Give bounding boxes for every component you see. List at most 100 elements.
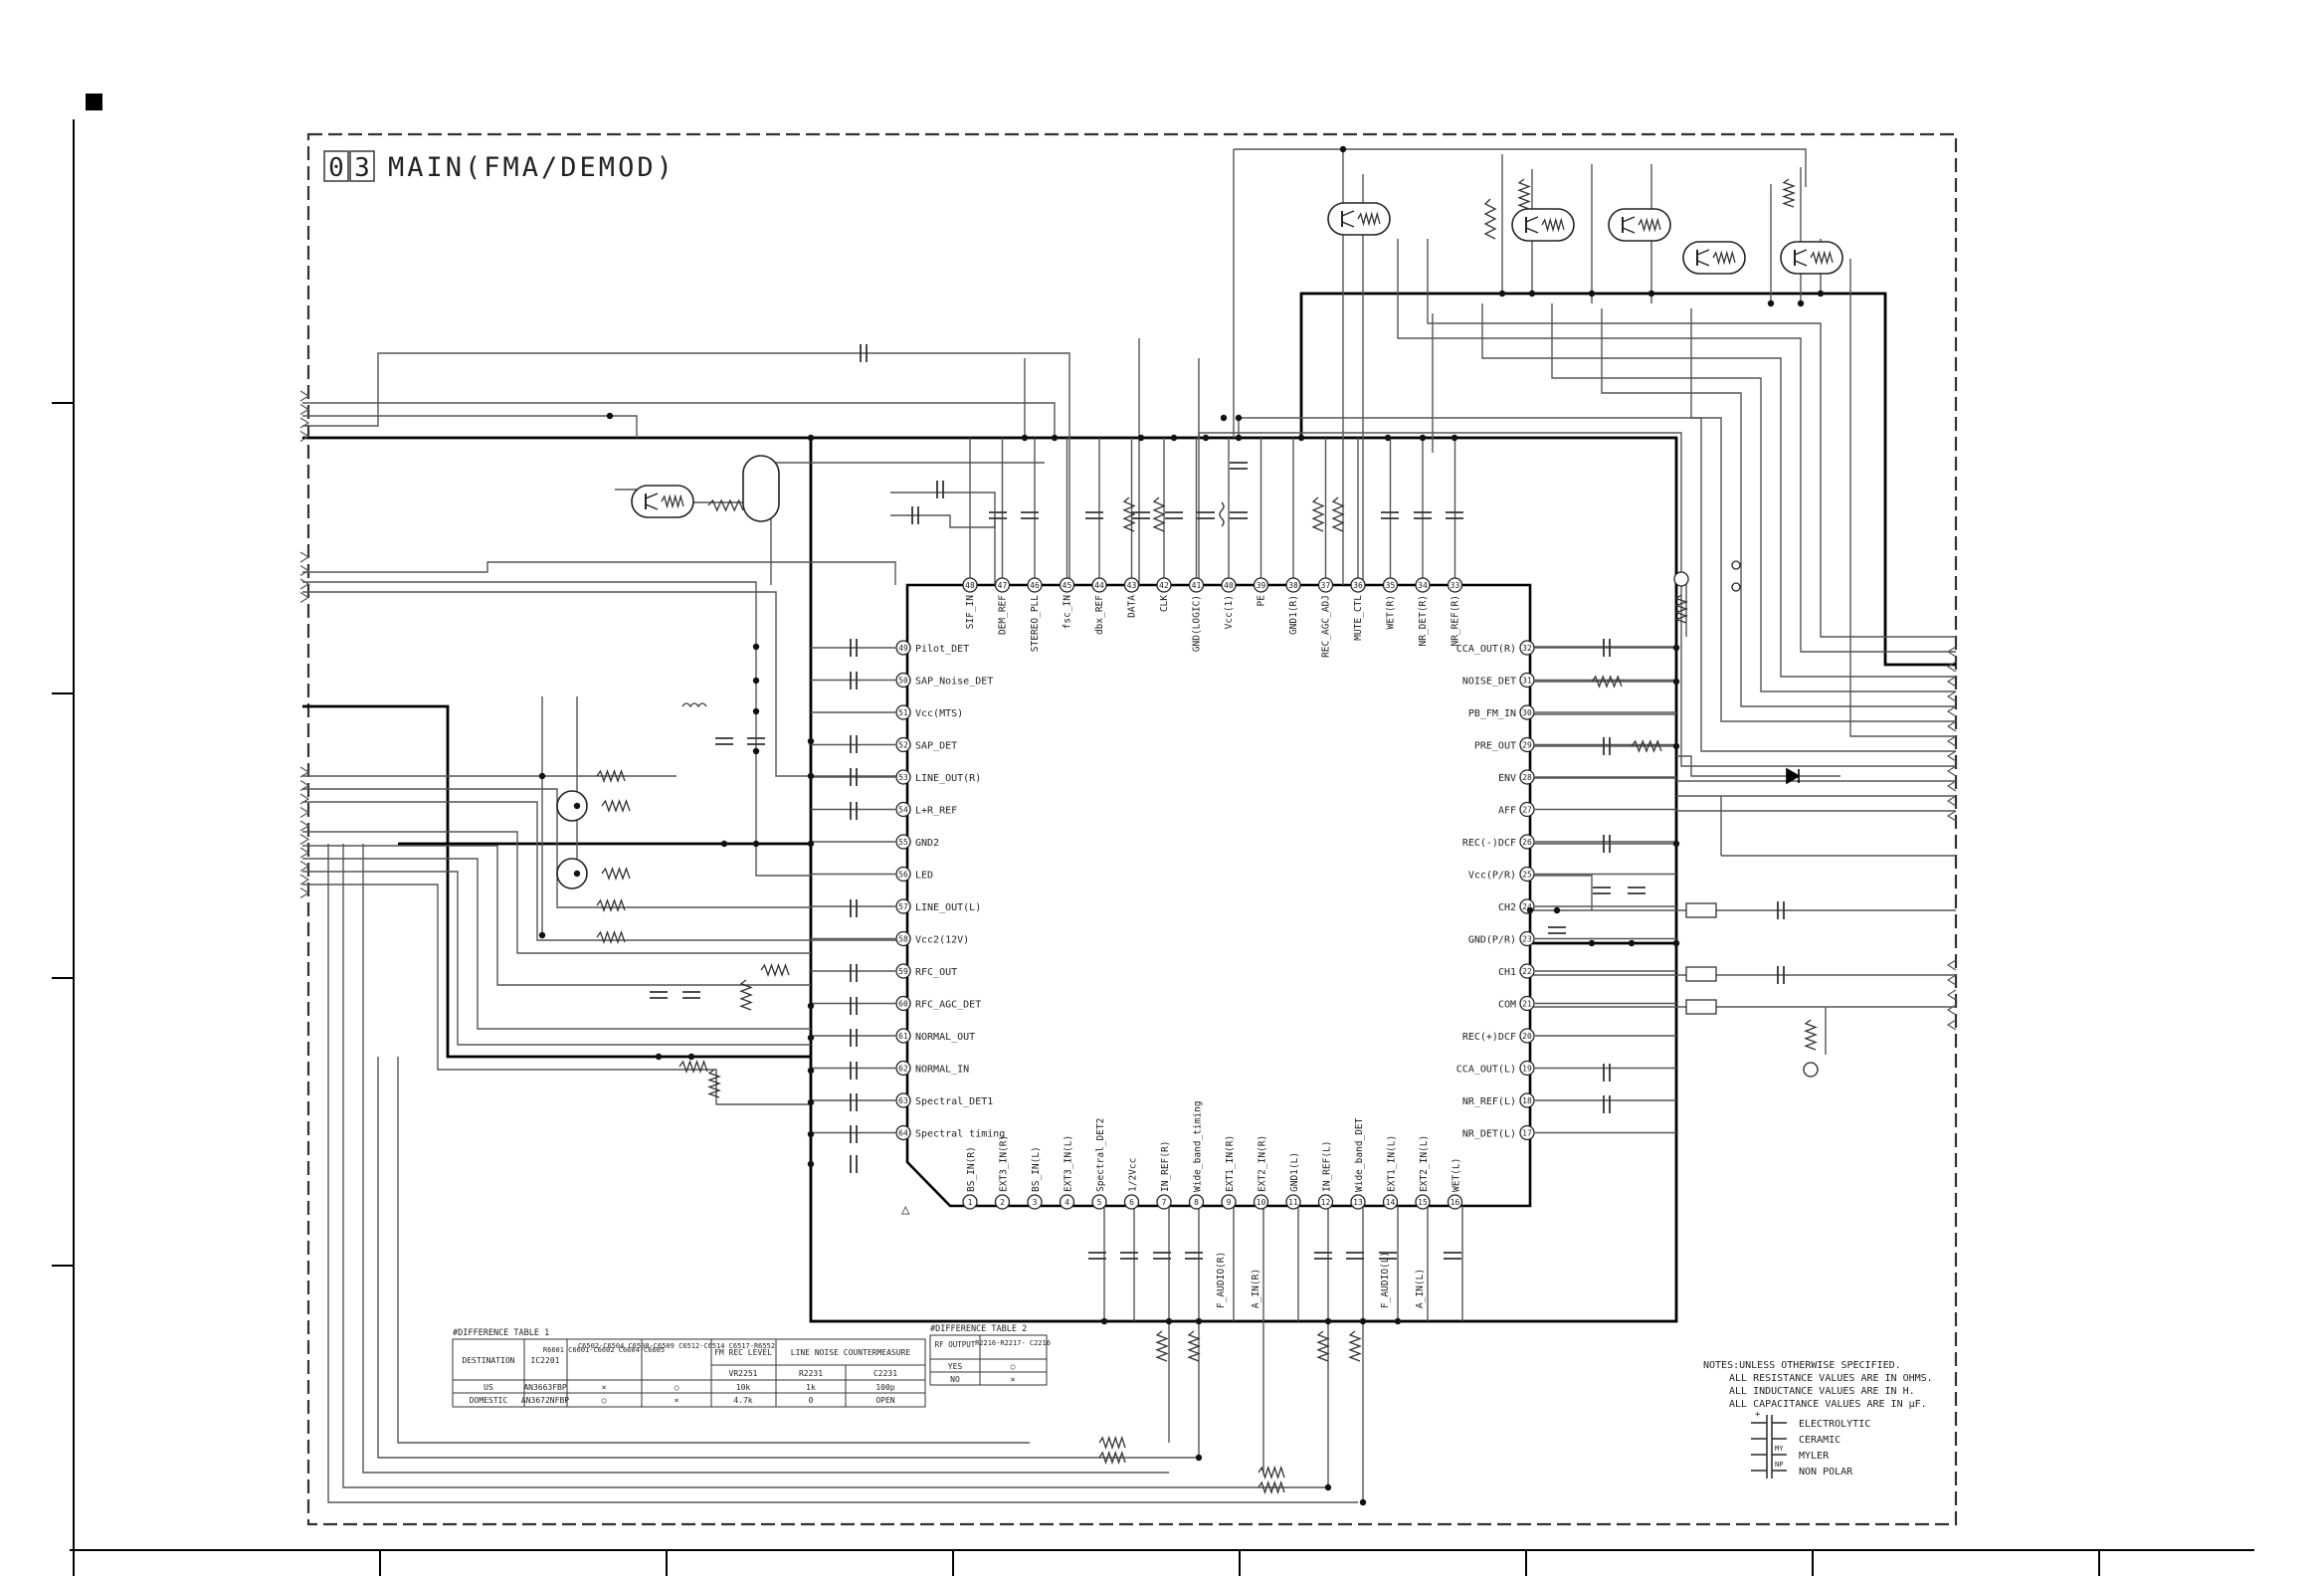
resistor-bottom-3 bbox=[1348, 1330, 1362, 1362]
pin-number-33: 33 bbox=[1451, 581, 1460, 590]
resistor-right-1 bbox=[1591, 675, 1623, 689]
connector-arrow-left bbox=[299, 793, 310, 805]
t1-h-r6601: R6601 C6601-C6602 C6604-C6605 bbox=[543, 1346, 665, 1354]
pin-label-19: CCA_OUT(L) bbox=[1456, 1065, 1516, 1076]
pin-label-56: LED bbox=[915, 871, 933, 882]
note-line-3: ALL INDUCTANCE VALUES ARE IN H. bbox=[1729, 1386, 1915, 1397]
pin-48 bbox=[962, 577, 978, 593]
pin-number-42: 42 bbox=[1159, 581, 1169, 590]
pin-42 bbox=[1156, 577, 1172, 593]
junction-dot bbox=[1672, 840, 1680, 848]
pin-number-17: 17 bbox=[1522, 1129, 1532, 1138]
transistor-collector bbox=[1696, 249, 1710, 256]
pin-number-19: 19 bbox=[1522, 1065, 1532, 1074]
resistor-l9 bbox=[707, 1069, 721, 1098]
junction-dot bbox=[1588, 290, 1596, 297]
t1-cell-1-4: 4.7k bbox=[733, 1396, 752, 1405]
connector-arrow-left bbox=[299, 860, 310, 873]
pin-label-58: Vcc2(12V) bbox=[915, 935, 969, 946]
junction-dot bbox=[807, 1067, 815, 1075]
junction-dot bbox=[752, 707, 760, 715]
pin-4 bbox=[1059, 1194, 1075, 1210]
pin-57 bbox=[895, 898, 911, 914]
pin-number-10: 10 bbox=[1257, 1198, 1266, 1207]
test-point-top bbox=[1673, 571, 1689, 587]
junction-dot bbox=[1672, 939, 1680, 947]
junction-dot bbox=[807, 1130, 815, 1138]
pin-label-7: IN_REF(R) bbox=[1160, 1141, 1171, 1192]
connector-arrow-left bbox=[299, 578, 310, 590]
junction-dot bbox=[1672, 678, 1680, 686]
pin-55 bbox=[895, 834, 911, 850]
switch-contact-2 bbox=[1731, 582, 1741, 592]
transistor-collector bbox=[1622, 216, 1636, 223]
t2-h-rf: RF OUTPUT bbox=[935, 1340, 976, 1349]
pin-59 bbox=[895, 963, 911, 979]
pin-label-47: DEM_REF bbox=[998, 595, 1009, 635]
legend-ceramic: CERAMIC bbox=[1799, 1435, 1840, 1446]
connector-arrow-right bbox=[1946, 646, 1957, 658]
pin-label-3: BS_IN(L) bbox=[1031, 1146, 1042, 1192]
pin-number-39: 39 bbox=[1257, 581, 1266, 590]
pin-label-5: Spectral_DET2 bbox=[1095, 1118, 1106, 1192]
pin-45 bbox=[1059, 577, 1075, 593]
pin-label-17: NR_DET(L) bbox=[1462, 1129, 1516, 1140]
pin-63 bbox=[895, 1092, 911, 1108]
pin-label-50: SAP_Noise_DET bbox=[915, 677, 993, 688]
resistor-top-pin-2 bbox=[1311, 496, 1325, 532]
pin-19 bbox=[1519, 1060, 1535, 1077]
pin-number-12: 12 bbox=[1321, 1198, 1331, 1207]
pin-number-7: 7 bbox=[1162, 1198, 1167, 1207]
pin-number-55: 55 bbox=[898, 838, 908, 847]
coil-com bbox=[1685, 999, 1717, 1015]
t2-cell-1-0: NO bbox=[950, 1375, 960, 1384]
resistor-l3 bbox=[601, 867, 631, 881]
t1-cell-0-0: US bbox=[484, 1383, 493, 1392]
junction-dot bbox=[1384, 434, 1392, 442]
legend-non-polar: NON POLAR bbox=[1799, 1467, 1853, 1478]
t1-cell-1-0: DOMESTIC bbox=[470, 1396, 508, 1405]
transistor-q8 bbox=[556, 790, 588, 822]
junction-dot bbox=[1137, 434, 1145, 442]
junction-dot bbox=[752, 677, 760, 685]
pin-46 bbox=[1027, 577, 1043, 593]
pin-number-49: 49 bbox=[898, 644, 908, 653]
resistor-test-bottom bbox=[1804, 1019, 1818, 1051]
connector-arrow-right bbox=[1946, 676, 1957, 688]
connector-arrow-left bbox=[299, 417, 310, 429]
pin-label-54: L+R_REF bbox=[915, 806, 957, 817]
pin-40 bbox=[1221, 577, 1237, 593]
junction-dot bbox=[1817, 290, 1825, 297]
t1-sh-c: C2231 bbox=[873, 1369, 897, 1378]
connector-arrow-left bbox=[299, 766, 310, 778]
pin-label-57: LINE_OUT(L) bbox=[915, 902, 981, 913]
pin-label-26: REC(-)DCF bbox=[1462, 838, 1516, 849]
t1-sh-vr: VR2251 bbox=[729, 1369, 758, 1378]
junction-dot bbox=[573, 870, 581, 878]
pin-label-31: NOISE_DET bbox=[1462, 677, 1516, 688]
pin-label-10: EXT2_IN(R) bbox=[1258, 1135, 1268, 1192]
pin-number-41: 41 bbox=[1192, 581, 1202, 590]
resistor-test-top bbox=[1674, 594, 1688, 624]
connector-arrow-left bbox=[299, 430, 310, 443]
connector-arrow-left bbox=[299, 403, 310, 416]
connector-arrow-right bbox=[1946, 780, 1957, 792]
title-block: 0 3 MAIN(FMA/DEMOD) bbox=[323, 150, 676, 183]
transistor-emitter bbox=[645, 503, 659, 510]
pin-number-45: 45 bbox=[1063, 581, 1072, 590]
transistor-emitter bbox=[1341, 221, 1355, 228]
pin-label-32: CCA_OUT(R) bbox=[1456, 644, 1516, 655]
pin-number-43: 43 bbox=[1127, 581, 1137, 590]
junction-dot bbox=[1021, 434, 1029, 442]
page-title: MAIN(FMA/DEMOD) bbox=[388, 152, 676, 183]
pin-label-8: Wide_band_timing bbox=[1193, 1100, 1204, 1192]
pin-label-14: EXT1_IN(L) bbox=[1387, 1135, 1398, 1192]
pin-number-9: 9 bbox=[1227, 1198, 1232, 1207]
resistor-bottom-h2 bbox=[1098, 1450, 1126, 1466]
coil-ch1 bbox=[1685, 966, 1717, 982]
junction-dot bbox=[1051, 434, 1059, 442]
pin-number-44: 44 bbox=[1094, 581, 1104, 590]
pin-label-25: Vcc(P/R) bbox=[1468, 871, 1516, 882]
pin-label-34: NR_DET(R) bbox=[1418, 595, 1429, 646]
junction-dot bbox=[1165, 1317, 1173, 1325]
